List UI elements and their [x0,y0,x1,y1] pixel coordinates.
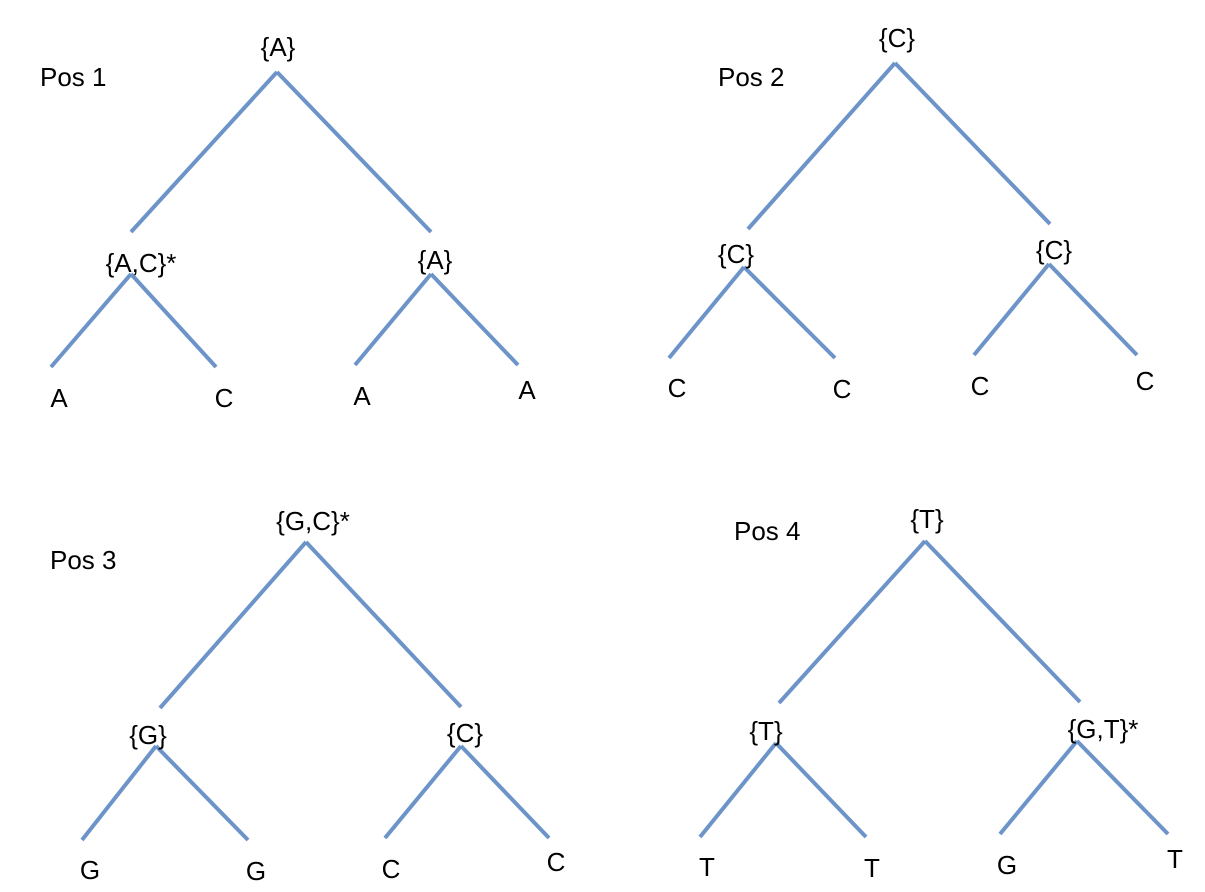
tree-1-left-leaf1-edge [49,272,133,369]
tree-4-right-leaf2-edge [1075,739,1170,836]
tree-4-leaf-3: G [996,850,1018,880]
tree-1-title: Pos 1 [40,62,107,92]
tree-4-root-label: {T} [910,504,944,534]
tree-3-leaf-1: G [79,855,101,885]
tree-4-root-right-edge [923,539,1082,704]
tree-3-leaf-4: C [546,847,566,877]
tree-4-root-left-edge [777,539,927,705]
tree-2-leaf-1: C [667,373,687,403]
tree-1-root-left-edge [129,70,279,234]
tree-1-root-label: {A} [260,32,296,62]
tree-1-right-internal-label: {A} [417,245,453,275]
tree-3-root-right-edge [304,540,463,709]
tree-4-leaf-2: T [864,853,880,883]
tree-1-left-leaf2-edge [129,272,218,369]
tree-1-root-right-edge [275,70,433,234]
tree-2-left-internal-label: {C} [717,239,755,269]
tree-2-root-label: {C} [878,23,916,53]
tree-1-edges [49,70,520,369]
tree-4-leaf-4: T [1167,844,1183,874]
tree-1-right-leaf1-edge [353,272,433,367]
tree-4-right-internal-label: {G,T}* [1067,714,1139,744]
tree-2-leaf-2: C [832,374,852,404]
tree-3-left-leaf2-edge [154,744,250,842]
tree-4-left-leaf1-edge [698,741,778,839]
tree-3-edges [80,540,551,842]
tree-4-title: Pos 4 [734,516,801,546]
tree-3-left-leaf1-edge [80,744,158,842]
tree-2-left-leaf2-edge [742,265,837,360]
tree-2-title: Pos 2 [718,62,785,92]
tree-2-leaf-3: C [970,371,990,401]
tree-3-title: Pos 3 [50,545,117,575]
tree-4-left-internal-label: {T} [749,716,783,746]
tree-2-leaf-4: C [1135,366,1155,396]
tree-1-leaf-4: A [518,375,536,405]
tree-4-left-leaf2-edge [774,741,868,839]
tree-3-right-leaf2-edge [459,744,551,840]
tree-3-left-internal-label: {G} [129,720,167,750]
tree-3-root-left-edge [158,540,308,710]
tree-1-left-internal-label: {A,C}* [105,248,177,278]
tree-1-leaf-3: A [353,381,371,411]
tree-2-right-leaf2-edge [1047,262,1139,357]
tree-1-leaf-1: A [50,383,68,413]
tree-2-left-leaf1-edge [667,265,746,360]
tree-2-edges [667,61,1139,360]
tree-3-leaf-3: C [381,854,401,884]
tree-3-right-leaf1-edge [383,744,463,840]
tree-1-leaf-2: C [214,383,234,413]
tree-3-right-internal-label: {C} [446,718,484,748]
tree-3-root-label: {G,C}* [276,506,350,536]
tree-4-right-leaf1-edge [998,739,1079,836]
tree-2-root-right-edge [893,61,1052,226]
tree-3-leaf-2: G [245,856,267,886]
tree-4-leaf-1: T [699,852,715,882]
tree-2-right-leaf1-edge [972,262,1051,357]
tree-4-edges [698,539,1170,839]
tree-2-right-internal-label: {C} [1035,235,1073,265]
tree-2-root-left-edge [746,61,897,231]
tree-1-right-leaf2-edge [429,272,520,367]
